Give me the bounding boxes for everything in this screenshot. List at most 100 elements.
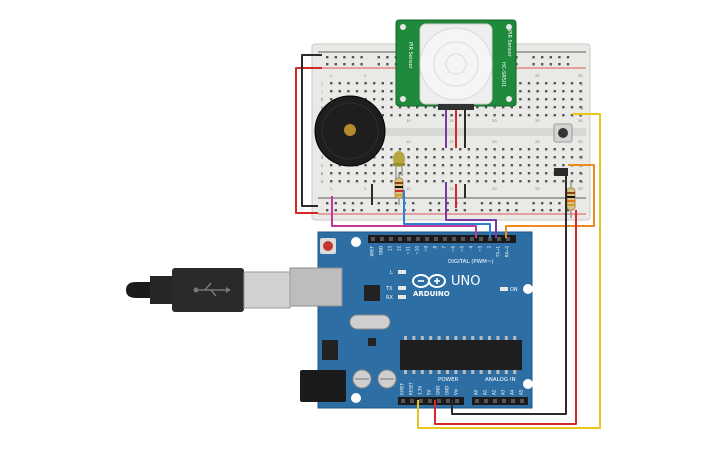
pin-label: 4 [469,246,474,249]
ic-pin [420,370,424,374]
terminal-hole [527,148,531,151]
led-tx-label: TX [385,286,393,292]
terminal-hole [545,114,548,117]
usb-port [289,267,343,307]
header-hole [502,399,506,403]
terminal-hole [562,148,565,151]
terminal-hole [407,164,410,167]
rail-hole [558,63,561,66]
terminal-hole [562,82,565,85]
header-hole [475,399,479,403]
ic-pin [454,370,458,374]
terminal-hole [502,106,505,109]
terminal-hole [519,82,522,85]
pin-label: A4 [510,389,515,395]
terminal-hole [493,114,496,117]
column-number: 10 [406,119,410,123]
terminal-hole [390,164,393,167]
terminal-hole [493,106,496,109]
terminal-hole [476,172,479,175]
terminal-hole [390,148,393,151]
atmega-chip [400,340,522,370]
ic-pin [504,370,508,374]
ic-pin [429,370,433,374]
rail-hole [566,209,570,212]
terminal-hole [330,180,333,183]
terminal-hole [553,106,556,109]
terminal-hole [381,114,384,117]
terminal-hole [433,164,436,167]
arduino-uno-board: L TX RX ON ARDUINO UNO DIGITAL (PWM~) PO… [289,231,533,409]
row-letter: g [581,105,584,110]
terminal-hole [459,148,462,151]
terminal-hole [562,106,565,109]
terminal-hole [536,156,539,159]
pin-label: TX→1 [496,246,501,259]
header-hole [437,399,441,403]
terminal-hole [519,148,522,151]
rail-hole [541,209,544,212]
rail-hole [334,63,337,66]
terminal-hole [373,90,376,93]
column-number: 20 [492,119,496,123]
header-hole [488,237,492,241]
terminal-hole [536,114,539,117]
terminal-hole [347,172,350,175]
header-hole [371,237,375,241]
ic-pin [488,336,491,340]
ic-pin [412,370,416,374]
terminal-hole [416,106,419,109]
terminal-hole [416,172,419,175]
terminal-hole [493,156,496,159]
ic-pin [446,336,449,340]
terminal-hole [579,90,582,93]
terminal-hole [467,164,470,167]
terminal-hole [579,180,582,183]
rail-hole [541,56,544,59]
pin-label: A3 [501,389,506,395]
terminal-hole [502,114,505,117]
terminal-hole [347,180,350,183]
header-hole [493,399,497,403]
terminal-hole [519,106,522,109]
rail-hole [386,56,389,59]
terminal-hole [510,114,513,117]
rail-hole [360,209,363,212]
terminal-hole [476,148,479,151]
terminal-hole [545,180,548,183]
rail-hole [377,202,380,205]
terminal-hole [441,114,445,117]
column-number: 25 [535,187,539,191]
rail-hole [360,56,363,59]
row-letter: b [321,171,324,176]
terminal-hole [570,106,574,109]
bottom-power-rail [318,197,586,215]
ic-pin [429,336,433,340]
rail-hole [360,63,363,66]
rail-hole [437,202,441,205]
terminal-hole [527,164,531,167]
column-number: 30 [578,119,582,123]
rail-hole [334,209,337,212]
terminal-hole [459,156,462,159]
rail-hole [429,202,432,205]
digital-label: DIGITAL (PWM~) [448,259,494,265]
terminal-hole [502,148,505,151]
center-channel [318,128,586,136]
terminal-hole [545,156,548,159]
digital-header [368,235,516,243]
terminal-hole [338,180,341,183]
terminal-hole [484,114,488,117]
column-number: 5 [364,74,366,78]
terminal-hole [390,82,393,85]
rail-hole [566,56,570,59]
terminal-hole [502,180,505,183]
terminal-hole [467,114,470,117]
rail-hole [343,63,346,66]
on-label: ON [510,287,518,293]
pir-side-label-right: PIR Sensor [506,30,512,58]
ic-pin [513,370,517,374]
rail-hole [386,63,389,66]
terminal-hole [476,106,479,109]
